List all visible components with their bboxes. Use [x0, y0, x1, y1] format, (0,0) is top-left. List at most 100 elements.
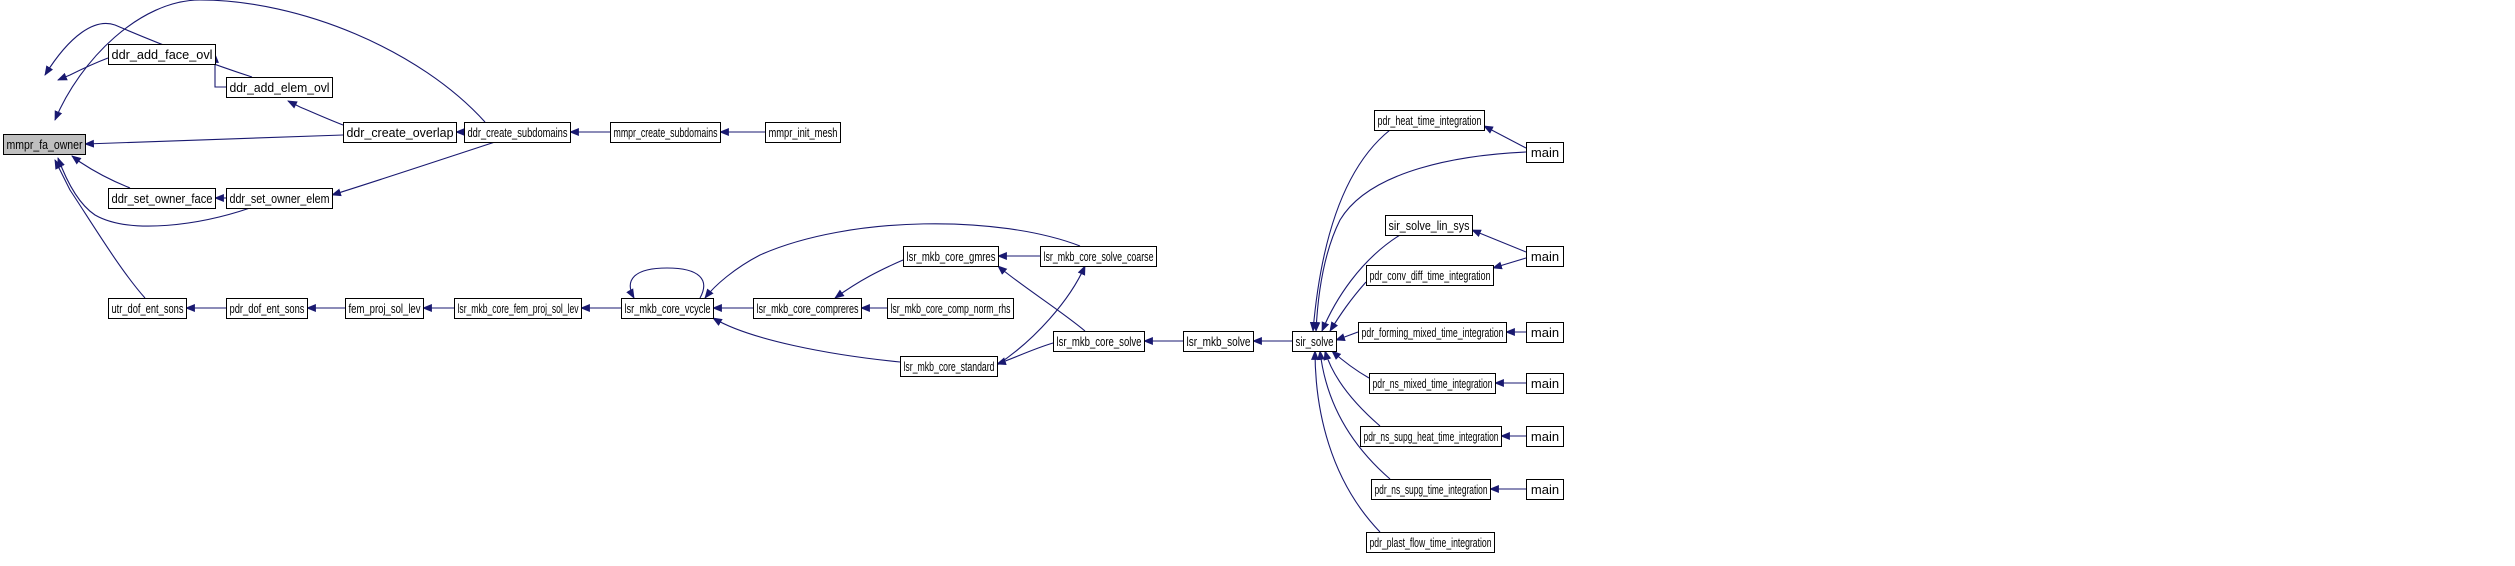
- edge-lsr_mkb_core_solve_coarse-to-lsr_mkb_core_vcycle: [704, 223, 1081, 299]
- edge-pdr_ns_supg_time_integration-to-sir_solve: [1317, 350, 1391, 480]
- node-pdr-ns-supg-heat-time-integration[interactable]: pdr_ns_supg_heat_time_integration: [1360, 426, 1502, 447]
- node-label: lsr_mkb_solve: [1187, 334, 1251, 349]
- node-mmpr-init-mesh[interactable]: mmpr_init_mesh: [765, 122, 841, 143]
- node-label: pdr_ns_supg_time_integration: [1375, 482, 1488, 497]
- node-label: mmpr_fa_owner: [7, 137, 84, 152]
- edge-ddr_create_overlap-to-mmpr_fa_owner: [84, 134, 344, 148]
- edge-lsr_mkb_core_standard-to-lsr_mkb_core_vcycle: [712, 317, 901, 363]
- node-ddr-create-subdomains[interactable]: ddr_create_subdomains: [464, 122, 571, 143]
- node-box: [1040, 246, 1157, 267]
- node-box: [454, 298, 582, 319]
- edge-ddr_set_owner_face-to-mmpr_fa_owner: [71, 155, 131, 189]
- node-lsr-mkb-core-vcycle[interactable]: lsr_mkb_core_vcycle: [621, 298, 714, 319]
- node-lsr-mkb-core-solve-coarse[interactable]: lsr_mkb_core_solve_coarse: [1040, 246, 1157, 267]
- edge-main_2-to-sir_solve_lin_sys: [1471, 229, 1527, 253]
- node-pdr-heat-time-integration[interactable]: pdr_heat_time_integration: [1374, 110, 1485, 131]
- node-main-4[interactable]: main: [1526, 373, 1564, 394]
- node-box: [464, 122, 571, 143]
- node-lsr-mkb-core-standard[interactable]: lsr_mkb_core_standard: [900, 356, 998, 377]
- node-box: [1371, 479, 1491, 500]
- node-box: [3, 134, 86, 155]
- node-lsr-mkb-solve[interactable]: lsr_mkb_solve: [1183, 331, 1254, 352]
- node-label: fem_proj_sol_lev: [349, 301, 421, 316]
- node-box: [108, 44, 216, 65]
- node-label: lsr_mkb_core_fem_proj_sol_lev: [458, 301, 579, 316]
- node-box: [1053, 331, 1145, 352]
- node-box: [1366, 265, 1494, 286]
- edge-ddr_add_elem_ovl-to-ddr_add_face_ovl: [211, 53, 226, 88]
- node-sir-solve[interactable]: sir_solve: [1292, 331, 1337, 352]
- node-mmpr-fa-owner[interactable]: mmpr_fa_owner: [3, 134, 86, 155]
- edge-lsr_mkb_core_solve-to-lsr_mkb_core_standard: [996, 342, 1054, 365]
- node-box: [343, 122, 457, 143]
- edges-layer: [44, 0, 1527, 533]
- node-label: main: [1531, 145, 1559, 160]
- nodes-layer: mmpr_fa_owner ddr_add_face_ovl ddr_add_ele…: [3, 44, 1564, 553]
- node-ddr-create-overlap[interactable]: ddr_create_overlap: [343, 122, 457, 143]
- node-label: main: [1531, 249, 1559, 264]
- node-box: [1526, 322, 1564, 343]
- node-main-3[interactable]: main: [1526, 322, 1564, 343]
- edge-lsr_mkb_core_solve-to-lsr_mkb_core_gmres: [997, 265, 1086, 332]
- node-box: [1369, 373, 1496, 394]
- node-label: ddr_set_owner_elem: [230, 191, 330, 206]
- node-label: pdr_plast_flow_time_integration: [1370, 535, 1492, 550]
- node-pdr-ns-supg-time-integration[interactable]: pdr_ns_supg_time_integration: [1371, 479, 1491, 500]
- node-label: sir_solve: [1296, 334, 1334, 349]
- node-lsr-mkb-core-compreres[interactable]: lsr_mkb_core_compreres: [753, 298, 862, 319]
- node-ddr-add-face-ovl[interactable]: ddr_add_face_ovl: [108, 44, 216, 65]
- node-box: [1292, 331, 1337, 352]
- node-main-6[interactable]: main: [1526, 479, 1564, 500]
- node-lsr-mkb-core-fem-proj-sol-lev[interactable]: lsr_mkb_core_fem_proj_sol_lev: [454, 298, 582, 319]
- node-box: [1358, 322, 1507, 343]
- edge-pdr_conv_diff_time_integration-to-sir_solve: [1329, 281, 1367, 332]
- node-label: pdr_ns_supg_heat_time_integration: [1364, 429, 1499, 444]
- node-label: ddr_create_overlap: [347, 125, 454, 140]
- node-label: lsr_mkb_core_comp_norm_rhs: [891, 301, 1011, 316]
- node-label: main: [1531, 325, 1559, 340]
- edge-pdr_forming_mixed_time_integration-to-sir_solve: [1335, 331, 1359, 341]
- node-pdr-ns-mixed-time-integration[interactable]: pdr_ns_mixed_time_integration: [1369, 373, 1496, 394]
- node-box: [1385, 215, 1473, 236]
- node-utr-dof-ent-sons[interactable]: utr_dof_ent_sons: [108, 298, 187, 319]
- node-box: [1526, 142, 1564, 163]
- node-box: [753, 298, 862, 319]
- node-ddr-set-owner-face[interactable]: ddr_set_owner_face: [108, 188, 216, 209]
- node-pdr-dof-ent-sons[interactable]: pdr_dof_ent_sons: [226, 298, 308, 319]
- node-box: [345, 298, 424, 319]
- node-lsr-mkb-core-gmres[interactable]: lsr_mkb_core_gmres: [903, 246, 999, 267]
- edge-pdr_heat_time_integration-to-sir_solve: [1309, 129, 1391, 332]
- node-box: [1366, 532, 1495, 553]
- node-label: lsr_mkb_core_vcycle: [625, 301, 711, 316]
- node-box: [1526, 246, 1564, 267]
- node-label: pdr_forming_mixed_time_integration: [1362, 325, 1504, 340]
- node-pdr-plast-flow-time-integration[interactable]: pdr_plast_flow_time_integration: [1366, 532, 1495, 553]
- edge-pdr_plast_flow_time_integration-to-sir_solve: [1311, 350, 1381, 533]
- node-main-1[interactable]: main: [1526, 142, 1564, 163]
- node-label: main: [1531, 376, 1559, 391]
- node-pdr-forming-mixed-time-integration[interactable]: pdr_forming_mixed_time_integration: [1358, 322, 1507, 343]
- node-mmpr-create-subdomains[interactable]: mmpr_create_subdomains: [610, 122, 721, 143]
- edge-ddr_create_subdomains-to-ddr_set_owner_elem: [331, 141, 496, 197]
- node-main-2[interactable]: main: [1526, 246, 1564, 267]
- edge-ddr_add_face_ovl-to-mmpr_fa_owner: [57, 57, 109, 81]
- node-label: lsr_mkb_core_solve: [1057, 334, 1142, 349]
- node-box: [765, 122, 841, 143]
- node-ddr-add-elem-ovl[interactable]: ddr_add_elem_ovl: [226, 77, 333, 98]
- edge-lsr_mkb_core_standard-to-lsr_mkb_core_solve_coarse: [996, 265, 1086, 366]
- node-box: [887, 298, 1014, 319]
- node-sir-solve-lin-sys[interactable]: sir_solve_lin_sys: [1385, 215, 1473, 236]
- edge-pdr_ns_supg_heat_time_integration-to-sir_solve: [1323, 350, 1381, 427]
- node-label: ddr_add_face_ovl: [112, 47, 213, 62]
- node-ddr-set-owner-elem[interactable]: ddr_set_owner_elem: [226, 188, 333, 209]
- node-lsr-mkb-core-comp-norm-rhs[interactable]: lsr_mkb_core_comp_norm_rhs: [887, 298, 1014, 319]
- node-box: [1526, 426, 1564, 447]
- node-label: lsr_mkb_core_gmres: [907, 249, 996, 264]
- node-label: lsr_mkb_core_compreres: [757, 301, 859, 316]
- node-label: ddr_add_elem_ovl: [230, 80, 330, 95]
- node-pdr-conv-diff-time-integration[interactable]: pdr_conv_diff_time_integration: [1366, 265, 1494, 286]
- node-fem-proj-sol-lev[interactable]: fem_proj_sol_lev: [345, 298, 424, 319]
- node-main-5[interactable]: main: [1526, 426, 1564, 447]
- node-lsr-mkb-core-solve[interactable]: lsr_mkb_core_solve: [1053, 331, 1145, 352]
